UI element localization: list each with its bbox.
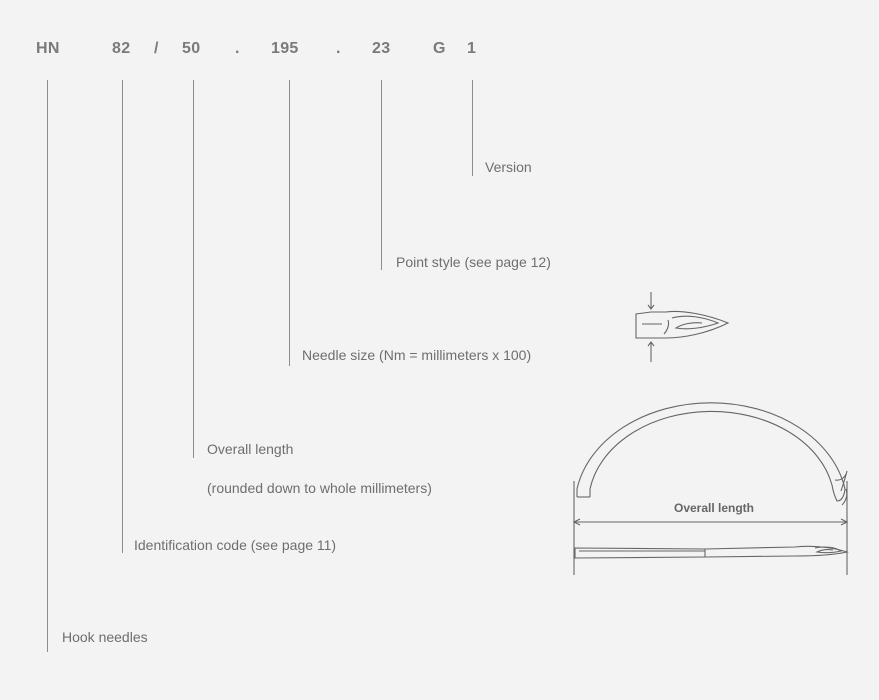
needle-diagram: Overall length — [572, 402, 850, 575]
leader-line-needle-size — [289, 80, 290, 366]
code-size: 195 — [271, 40, 299, 57]
code-point: 23 — [372, 40, 391, 57]
dimension-label: Overall length — [674, 501, 754, 515]
leader-line-version — [472, 80, 473, 176]
code-g: G — [433, 40, 446, 57]
label-needle-size: Needle size (Nm = millimeters x 100) — [302, 347, 532, 363]
needle-point-detail — [635, 292, 730, 362]
code-version: 1 — [467, 40, 477, 57]
leader-line-identification — [122, 80, 123, 553]
leader-line-hook-needles — [47, 80, 48, 652]
label-overall-length: Overall length — [207, 441, 294, 457]
label-identification-code: Identification code (see page 11) — [134, 537, 337, 553]
label-overall-length-note: (rounded down to whole millimeters) — [207, 480, 432, 496]
code-length: 50 — [182, 40, 201, 57]
code-dot-2: . — [336, 40, 341, 57]
code-slash: / — [154, 40, 159, 57]
leader-line-overall-length — [193, 80, 194, 458]
label-hook-needles: Hook needles — [62, 629, 148, 645]
label-point-style: Point style (see page 12) — [396, 254, 551, 270]
code-identification: 82 — [112, 40, 131, 57]
label-version: Version — [485, 159, 532, 175]
code-prefix: HN — [36, 40, 60, 57]
leader-line-point-style — [381, 80, 382, 270]
code-dot-1: . — [235, 40, 240, 57]
